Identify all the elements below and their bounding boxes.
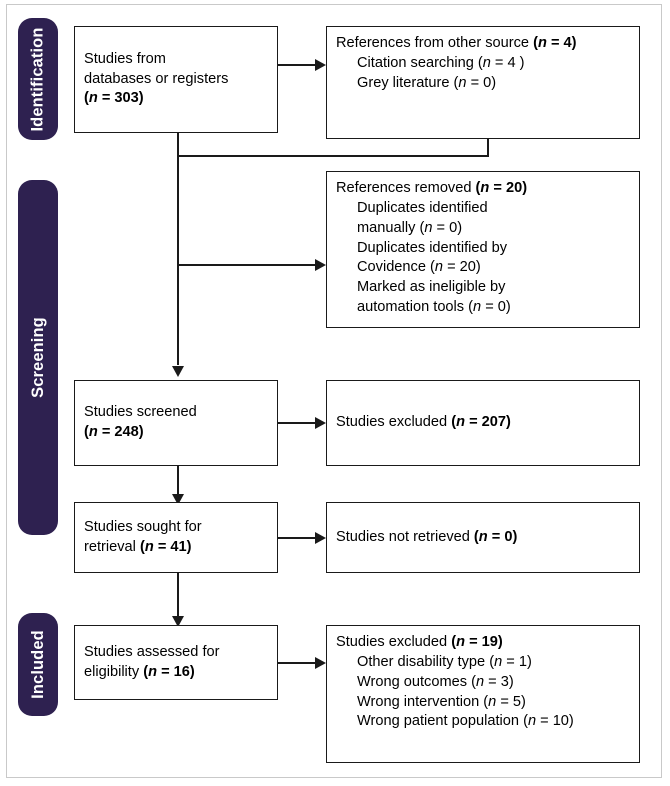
connector-sought-to-assessed (177, 573, 179, 618)
box-line: databases or registers (84, 70, 229, 87)
box-line: Studies assessed for (84, 643, 220, 660)
box-line: Studies excluded (n = 207) (336, 414, 511, 431)
box-line: Marked as ineligible by (357, 279, 506, 296)
box-line: (n = 303) (84, 90, 144, 107)
box-line: eligibility (n = 16) (84, 663, 195, 680)
arrowhead-to-studies-sought (171, 494, 184, 505)
box-line: Wrong intervention (n = 5) (357, 693, 526, 710)
stage-bar-screening: Screening (18, 180, 58, 535)
connector-databases-to-other-sources (278, 64, 316, 66)
arrowhead-to-references-removed (315, 258, 326, 271)
box-studies-assessed-for-eligibility[interactable]: Studies assessed for eligibility (n = 16… (74, 625, 278, 700)
stage-label-identification: Identification (28, 26, 47, 132)
box-references-removed[interactable]: References removed (n = 20) Duplicates i… (326, 171, 640, 328)
box-line: Wrong patient population (n = 10) (357, 713, 574, 730)
arrowhead-to-studies-screened (171, 366, 184, 377)
box-line: Covidence (n = 20) (357, 259, 481, 276)
box-line: Studies sought for (84, 518, 202, 535)
box-line: Citation searching (n = 4 ) (357, 54, 525, 71)
connector-other-sources-stem (487, 139, 489, 156)
stage-bar-included: Included (18, 613, 58, 716)
arrowhead-sought-to-not-retrieved (315, 531, 326, 544)
box-line: References from other source (n = 4) (336, 35, 577, 51)
connector-to-references-removed (177, 264, 316, 266)
box-line: manually (n = 0) (357, 219, 463, 236)
box-line: Other disability type (n = 1) (357, 653, 532, 670)
box-studies-screened[interactable]: Studies screened (n = 248) (74, 380, 278, 466)
box-line: Studies excluded (n = 19) (336, 634, 503, 650)
connector-sought-to-not-retrieved (278, 537, 316, 539)
box-line: Studies screened (84, 404, 197, 421)
box-line: Wrong outcomes (n = 3) (357, 673, 514, 690)
connector-merge-line (177, 155, 489, 157)
box-line: automation tools (n = 0) (357, 299, 511, 316)
arrowhead-databases-to-other-sources (315, 58, 326, 71)
connector-screened-to-sought (177, 466, 179, 496)
connector-assessed-to-excluded (278, 662, 316, 664)
box-line: References removed (n = 20) (336, 180, 528, 196)
arrowhead-assessed-to-excluded (315, 656, 326, 669)
box-line: Grey literature (n = 0) (357, 74, 497, 91)
box-line: Studies not retrieved (n = 0) (336, 528, 518, 545)
connector-screened-to-excluded (278, 422, 316, 424)
arrowhead-to-studies-assessed (171, 616, 184, 627)
box-studies-not-retrieved[interactable]: Studies not retrieved (n = 0) (326, 502, 640, 573)
box-line: Duplicates identified (357, 199, 488, 216)
box-line: Duplicates identified by (357, 239, 508, 256)
stage-label-screening: Screening (28, 317, 47, 398)
box-line: (n = 248) (84, 424, 144, 440)
box-studies-sought-for-retrieval[interactable]: Studies sought for retrieval (n = 41) (74, 502, 278, 573)
box-references-from-other-source[interactable]: References from other source (n = 4) Cit… (326, 26, 640, 139)
box-studies-excluded-eligibility[interactable]: Studies excluded (n = 19) Other disabili… (326, 625, 640, 763)
box-studies-excluded-screening[interactable]: Studies excluded (n = 207) (326, 380, 640, 466)
arrowhead-screened-to-excluded (315, 416, 326, 429)
box-line: retrieval (n = 41) (84, 538, 192, 555)
stage-bar-identification: Identification (18, 18, 58, 140)
connector-databases-stem (177, 133, 179, 365)
stage-label-included: Included (28, 630, 47, 699)
box-studies-from-databases[interactable]: Studies from databases or registers (n =… (74, 26, 278, 133)
box-line: Studies from (84, 50, 166, 67)
